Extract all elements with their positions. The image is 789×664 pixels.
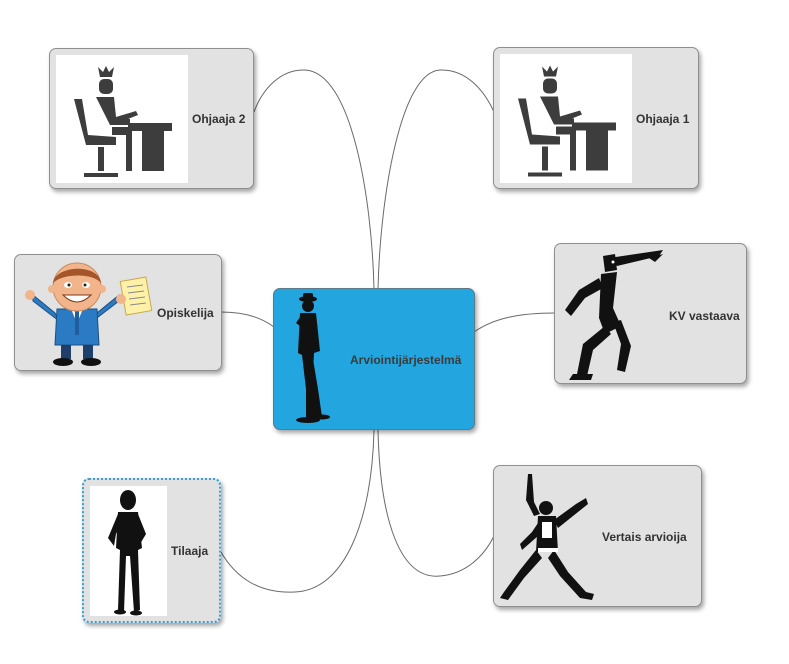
connector-ohjaaja-2 [253,69,375,290]
woman-silhouette-icon [90,486,167,616]
node-opiskelija[interactable]: Opiskelija [14,254,222,371]
node-ohjaaja-2[interactable]: Ohjaaja 2 [49,48,254,189]
node-label: KV vastaava [669,309,740,323]
connector-opiskelija [220,311,275,328]
connector-ohjaaja-1 [377,69,495,290]
standing-man-silhouette-icon [284,293,340,425]
node-label: Vertais arvioija [602,530,687,544]
node-label: Opiskelija [157,306,214,320]
cartoon-student-icon [19,259,155,367]
node-tilaaja[interactable]: Tilaaja [82,478,221,623]
pointing-figure-icon [559,248,665,380]
node-label: Ohjaaja 1 [636,112,690,126]
connector-kv-vastaava [473,312,556,333]
node-ohjaaja-1[interactable]: Ohjaaja 1 [493,47,699,189]
node-label: Ohjaaja 2 [192,112,246,126]
node-kv-vastaava[interactable]: KV vastaava [554,243,747,384]
person-at-desk-icon [500,54,632,183]
center-label: Arviointijärjestelmä [350,353,462,367]
center-node[interactable]: Arviointijärjestelmä [273,288,475,430]
node-vertais-arvioija[interactable]: Vertais arvioija [493,465,702,607]
person-at-desk-icon [56,55,188,183]
jumping-man-icon [498,470,598,604]
connector-tilaaja [220,429,375,593]
node-label: Tilaaja [171,544,209,558]
connector-vertais-arvioija [377,429,495,577]
